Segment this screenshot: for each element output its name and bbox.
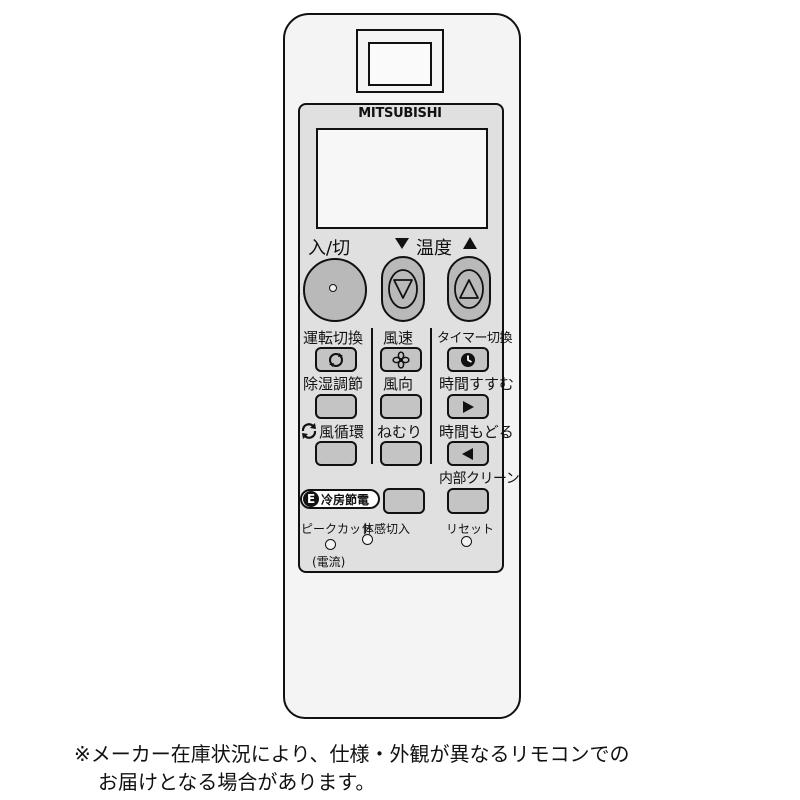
divider-right xyxy=(430,328,432,464)
internal-clean-button[interactable] xyxy=(447,488,489,514)
power-label: 入/切 xyxy=(308,238,351,259)
temp-up-button[interactable] xyxy=(447,256,491,322)
temp-up-arrow-icon xyxy=(462,235,480,253)
timer-label: タイマー切換 xyxy=(437,331,513,346)
time-forward-label: 時間すすむ xyxy=(439,375,515,393)
notice-line-2: お届けとなる場合があります。 xyxy=(98,770,376,794)
eco-badge: E 冷房節電 xyxy=(300,489,380,509)
mode-button[interactable] xyxy=(315,347,357,372)
brand-logo: MITSUBISHI xyxy=(358,106,442,121)
eco-label: 冷房節電 xyxy=(321,492,370,507)
divider-left xyxy=(371,328,373,464)
vane-button[interactable] xyxy=(380,394,422,419)
vane-label: 風向 xyxy=(383,375,414,393)
time-back-label: 時間もどる xyxy=(439,423,514,441)
dehumid-button[interactable] xyxy=(315,394,357,419)
power-indicator-icon xyxy=(329,284,337,292)
fan-icon xyxy=(392,350,410,369)
mode-cycle-icon xyxy=(329,352,343,367)
temp-label: 温度 xyxy=(416,238,452,259)
sleep-button[interactable] xyxy=(380,441,422,466)
current-label: (電流) xyxy=(312,555,346,569)
fan-speed-label: 風速 xyxy=(383,329,414,347)
circulation-icon xyxy=(300,422,318,440)
reset-label: リセット xyxy=(446,522,495,536)
peak-cut-label: ピークカット xyxy=(301,522,374,536)
clock-icon xyxy=(461,352,475,367)
fan-speed-button[interactable] xyxy=(380,347,422,372)
time-back-button[interactable] xyxy=(447,441,489,466)
notice-line-1: ※メーカー在庫状況により、仕様・外観が異なるリモコンでの xyxy=(74,742,630,766)
sensor-led xyxy=(362,534,373,545)
play-right-icon xyxy=(463,400,474,413)
temp-down-arrow-icon xyxy=(394,235,412,253)
circulation-button[interactable] xyxy=(315,441,357,466)
circulation-label: 風循環 xyxy=(319,423,365,441)
dehumid-label: 除湿調節 xyxy=(303,375,364,393)
peak-cut-led xyxy=(325,539,336,550)
internal-clean-label: 内部クリーン xyxy=(439,471,520,487)
eco-button[interactable] xyxy=(383,488,425,514)
reset-button[interactable] xyxy=(461,536,472,547)
eco-e-icon: E xyxy=(303,491,319,507)
lcd-display xyxy=(316,128,488,229)
sensor-label: 体感切入 xyxy=(362,522,411,536)
temp-down-button[interactable] xyxy=(381,256,425,322)
ir-emitter-window xyxy=(368,42,432,86)
time-forward-button[interactable] xyxy=(447,394,489,419)
mode-label: 運転切換 xyxy=(303,329,364,347)
timer-button[interactable] xyxy=(447,347,489,372)
play-left-icon xyxy=(462,447,473,460)
sleep-label: ねむり xyxy=(377,423,423,441)
